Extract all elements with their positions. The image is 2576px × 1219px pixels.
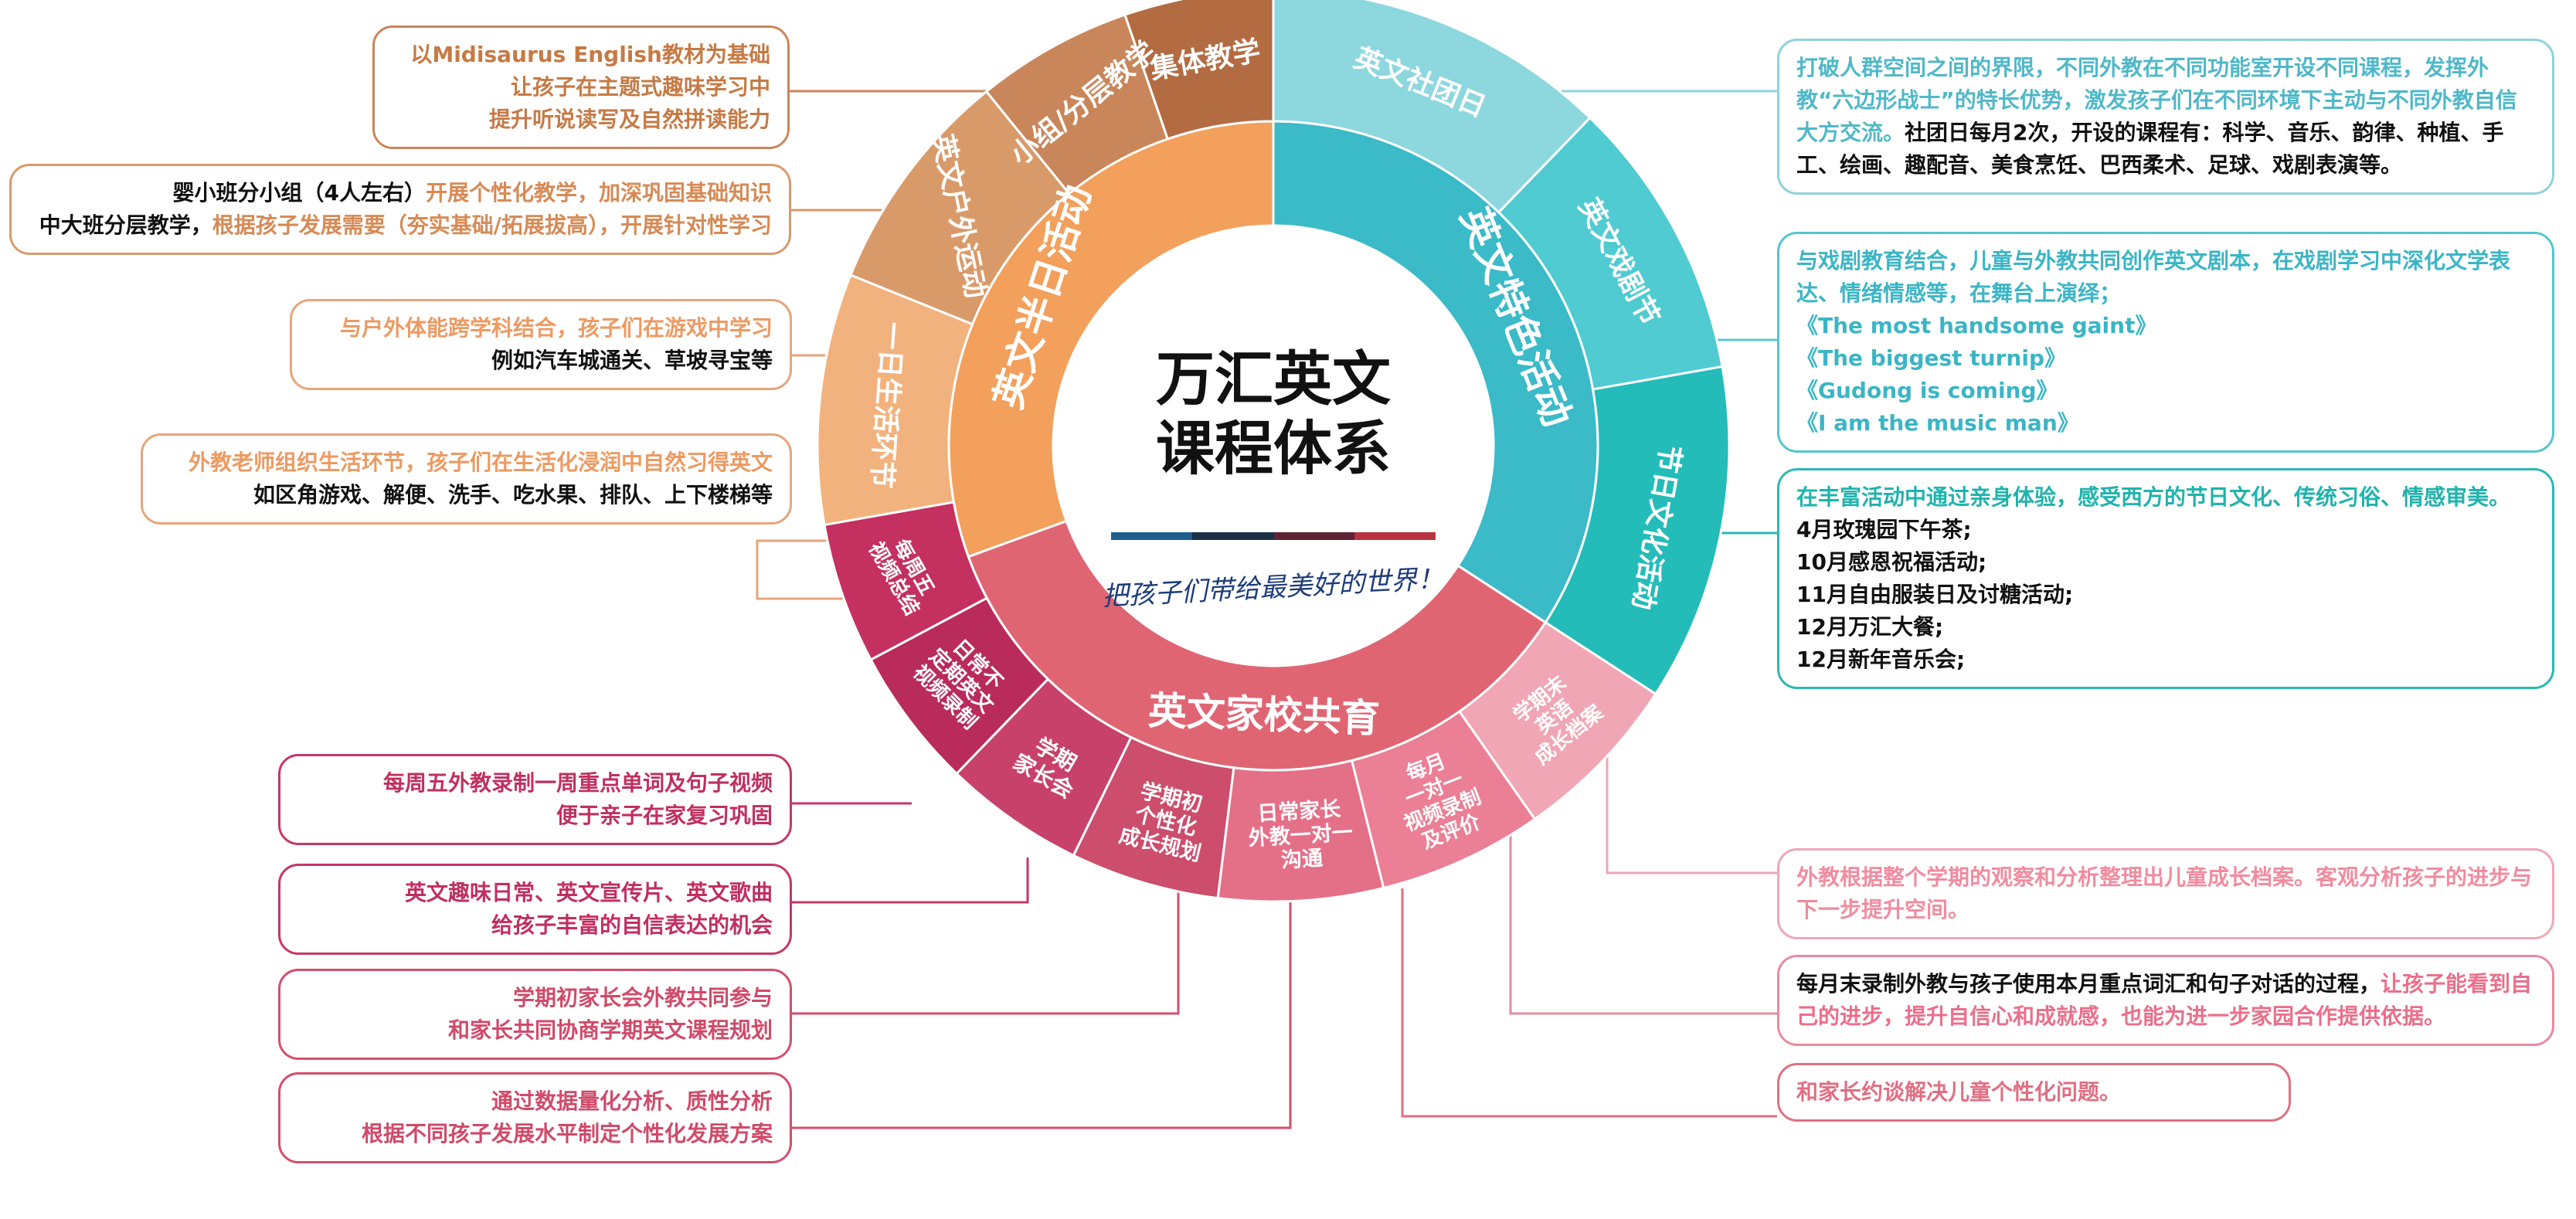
play-list: 《The most handsome gaint》《The biggest tu… [1796,310,2535,440]
note-line: 学期初家长会外教共同参与 [512,985,773,1010]
note-line: 中大班分层教学，根据孩子发展需要（夯实基础/拓展拔高），开展针对性学习 [29,209,772,242]
note-segment: 打破人群空间之间的界限，不同外教在不同功能室开设不同课程，发挥外教“六边形战士”… [1796,55,2517,145]
play-title: 《Gudong is coming》 [1796,378,2058,403]
connector-line [1509,796,1777,1015]
center-disc [1053,226,1494,666]
note-line: 例如汽车城通关、草坡寻宝等 [491,348,773,373]
festival-item: 12月新年音乐会; [1796,647,1966,672]
festival-item: 12月万汇大餐; [1796,614,1944,640]
label-one-on-one-line: 沟通 [1280,847,1324,873]
note-segment: 根据孩子发展需要（夯实基础/拓展拔高），开展针对性学习 [212,212,772,238]
note-line: 与户外体能跨学科结合，孩子们在游戏中学习 [339,315,773,341]
festival-item: 11月自由服装日及讨糖活动; [1796,582,2074,607]
note-segment: 每月末录制外教与孩子使用本月重点词汇和句子对话的过程， [1796,971,2381,997]
group-teaching-note: 以Midisaurus English教材为基础 让孩子在主题式趣味学习中 提升… [372,25,790,149]
connector-line [792,857,1180,1015]
note-line: 在丰富活动中通过亲身体验，感受西方的节日文化、传统习俗、情感审美。 [1796,484,2511,510]
note-segment: 开展个性化教学，加深巩固基础知识 [425,180,772,205]
note-segment: 婴小班分小组（4人左右） [172,180,426,205]
small-group-note: 婴小班分小组（4人左右）开展个性化教学，加深巩固基础知识 中大班分层教学，根据孩… [9,164,791,255]
festival-item: 4月玫瑰园下午茶; [1796,517,1972,542]
note-line: 每周五外教录制一周重点单词及句子视频 [382,770,773,796]
label-home-school: 英文家校共育 [1147,688,1381,741]
note-line: 以Midisaurus English教材为基础 [410,42,770,67]
monthly-video-note: 每月末录制外教与孩子使用本月重点词汇和句子对话的过程，让孩子能看到自己的进步，提… [1777,955,2554,1046]
center-accent-bar [1111,532,1192,540]
connector-line [792,857,1292,1129]
outdoor-note: 与户外体能跨学科结合，孩子们在游戏中学习 例如汽车城通关、草坡寻宝等 [290,299,792,390]
play-title: 《The biggest turnip》 [1796,345,2066,371]
note-line: 打破人群空间之间的界限，不同外教在不同功能室开设不同课程，发挥外教“六边形战士”… [1796,52,2535,182]
note-line: 便于亲子在家复习巩固 [556,803,773,828]
connector-line [1606,711,1777,874]
daily-life-note: 外教老师组织生活环节，孩子们在生活化浸润中自然习得英文 如区角游戏、解便、洗手、… [141,433,792,525]
center-title-line1: 万汇英文 [1156,345,1391,413]
note-line: 与戏剧教育结合，儿童与外教共同创作英文剧本，在戏剧学习中深化文学表达、情绪情感等… [1796,248,2511,306]
note-line: 英文趣味日常、英文宣传片、英文歌曲 [404,880,773,905]
daily-video-note: 英文趣味日常、英文宣传片、英文歌曲 给孩子丰富的自信表达的机会 [278,864,792,955]
center-accent-bar [1192,532,1273,540]
note-line: 外教根据整个学期的观察和分析整理出儿童成长档案。客观分析孩子的进步与下一步提升空… [1796,864,2533,922]
note-line: 如区角游戏、解便、洗手、吃水果、排队、上下楼梯等 [253,482,773,508]
growth-archive-note: 外教根据整个学期的观察和分析整理出儿童成长档案。客观分析孩子的进步与下一步提升空… [1777,848,2554,939]
play-title: 《The most handsome gaint》 [1796,313,2157,338]
note-line: 和家长约谈解决儿童个性化问题。 [1796,1079,2122,1105]
note-line: 根据不同孩子发展水平制定个性化发展方案 [361,1121,773,1146]
festival-culture-note: 在丰富活动中通过亲身体验，感受西方的节日文化、传统习俗、情感审美。 4月玫瑰园下… [1777,468,2554,689]
note-line: 每月末录制外教与孩子使用本月重点词汇和句子对话的过程，让孩子能看到自己的进步，提… [1796,968,2535,1033]
label-parent-meeting: 学期家长会 [1009,728,1090,803]
note-line: 外教老师组织生活环节，孩子们在生活化浸润中自然习得英文 [188,450,773,475]
connector-line [1401,888,1777,1118]
center-accent-bar [1273,532,1354,540]
note-segment: 社团日每月2次，开设的课程有：科学、音乐、韵律、种植、手工、绘画、趣配音、美食烹… [1796,120,2504,178]
connector-line [792,857,1029,904]
play-title: 《I am the music man》 [1796,410,2079,436]
note-segment: 中大班分层教学， [39,212,212,238]
label-one-on-one-line: 日常家长 [1257,796,1343,826]
center-accent-bar [1354,532,1436,540]
center-title-line2: 课程体系 [1156,414,1391,483]
note-line: 让孩子在主题式趣味学习中 [510,74,770,100]
note-line: 提升听说读写及自然拼读能力 [488,107,770,132]
parent-talk-note: 和家长约谈解决儿童个性化问题。 [1777,1063,2291,1122]
parent-meeting-note: 学期初家长会外教共同参与 和家长共同协商学期英文课程规划 [278,969,792,1060]
growth-plan-note: 通过数据量化分析、质性分析 根据不同孩子发展水平制定个性化发展方案 [278,1072,792,1163]
note-line: 给孩子丰富的自信表达的机会 [491,912,773,938]
note-line: 和家长共同协商学期英文课程规划 [447,1017,773,1043]
note-line: 通过数据量化分析、质性分析 [491,1088,773,1114]
outer-group [1123,0,1275,141]
weekly-video-note: 每周五外教录制一周重点单词及句子视频 便于亲子在家复习巩固 [278,754,792,845]
festival-item: 10月感恩祝福活动; [1796,549,1987,575]
note-line: 婴小班分小组（4人左右）开展个性化教学，加深巩固基础知识 [29,177,773,209]
drama-festival-note: 与戏剧教育结合，儿童与外教共同创作英文剧本，在戏剧学习中深化文学表达、情绪情感等… [1777,232,2554,453]
label-one-on-one: 日常家长外教一对一沟通 [1246,796,1354,874]
note-segment: 让孩子能看到自己的进步，提升自信心和成就感，也能为进一步家园合作提供依据。 [1796,971,2533,1029]
connector-line [756,539,858,600]
festival-list: 4月玫瑰园下午茶; 10月感恩祝福活动; 11月自由服装日及讨糖活动; 12月万汇大餐… [1796,514,2535,676]
club-day-note: 打破人群空间之间的界限，不同外教在不同功能室开设不同课程，发挥外教“六边形战士”… [1777,39,2554,195]
